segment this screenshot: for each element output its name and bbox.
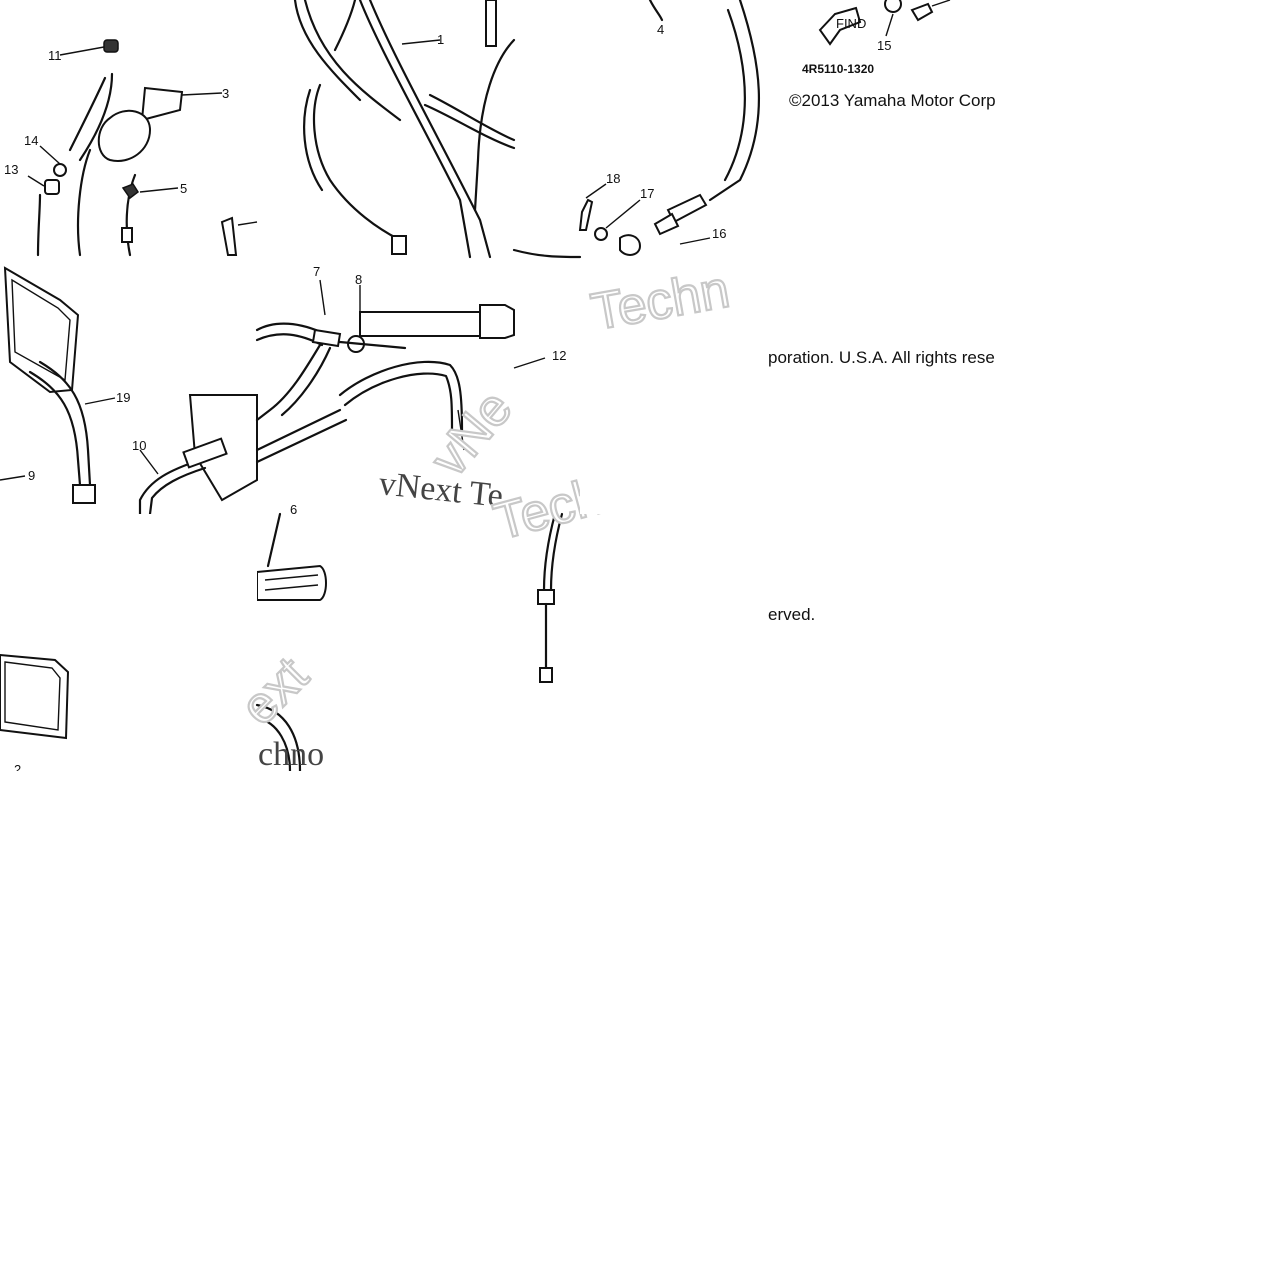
callout-10: 10 [132,438,146,453]
clutch-cable-assembly [512,0,760,259]
left-grip [255,512,327,773]
part-code: 4R5110-1320 [802,62,874,76]
callout-11: 11 [48,48,62,63]
copyright-fragment-3: erved. [768,605,815,624]
mirror-assembly [0,266,258,516]
callout-7: 7 [313,264,320,279]
blank-region-tile-8 [580,376,1028,514]
blank-region-tile-12 [771,630,1028,771]
copyright-fragment-1: ©2013 Yamaha Motor Corp [789,91,996,110]
find-arrow-icon: FIND [818,6,866,46]
left-mirror [0,653,70,740]
callout-19: 19 [116,390,130,405]
small-parts-and-labels: FIND 4R5110-1320 ©2013 Yamaha Motor Corp [789,0,996,110]
watermark-techn: Techn [587,261,734,342]
watermark-vnext-te: vNext Te [377,465,505,515]
callout-numbers: 1 2 3 4 5 6 7 8 9 10 11 12 13 14 15 16 1… [4,22,891,777]
watermark-chno: chno [258,736,324,773]
callout-17: 17 [640,186,654,201]
blank-region-tile-4 [771,120,1028,340]
callout-9: 9 [28,468,35,483]
cable-tip [513,357,546,369]
callout-12: 12 [552,348,566,363]
callout-18: 18 [606,171,620,186]
callout-4: 4 [657,22,664,37]
callout-13: 13 [4,162,18,177]
cable-end [537,512,564,683]
watermark-ext: ext [229,646,319,736]
throttle-grip-assembly [27,39,258,257]
callout-8: 8 [355,272,362,287]
callout-5: 5 [180,181,187,196]
right-grip-and-cable [255,279,515,464]
blank-region-tile-9 [80,514,257,654]
blank-region-bottom [0,771,1285,1285]
handlebar-and-cables [293,0,516,259]
find-arrow-label: FIND [836,16,866,31]
callout-3: 3 [222,86,229,101]
callout-16: 16 [712,226,726,241]
callout-1: 1 [437,32,444,47]
callout-15: 15 [877,38,891,53]
callout-14: 14 [24,133,38,148]
callout-6: 6 [290,502,297,517]
copyright-fragment-2: poration. U.S.A. All rights rese [768,348,995,367]
blank-region-right [1028,0,1285,771]
callout-2: 2 [14,762,21,777]
